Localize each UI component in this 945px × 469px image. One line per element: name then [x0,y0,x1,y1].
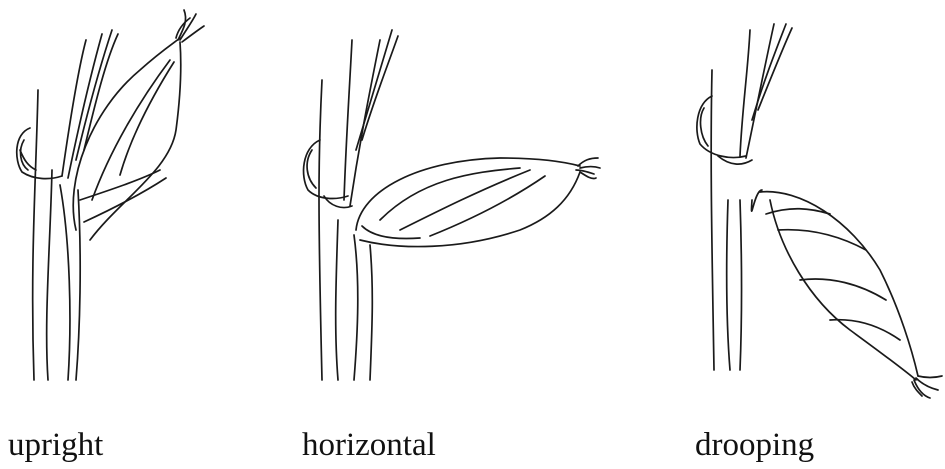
upright-spike [73,38,181,240]
horizontal-spike [356,158,580,247]
upright-leaf-blades [62,30,118,178]
upright-leaf-sheath [17,128,62,179]
upright-awns [176,10,204,42]
upright-stem [33,90,81,380]
horizontal-leaf-blades [344,30,398,206]
drooping-leaf-blades [740,24,792,158]
drooping-awns [912,376,942,398]
caption-upright: upright [8,427,103,463]
panel-horizontal [304,30,600,380]
panel-drooping [697,24,942,398]
panel-upright [17,10,204,380]
caption-horizontal: horizontal [302,427,436,463]
drooping-spike [760,192,918,380]
caption-drooping: drooping [695,427,814,463]
